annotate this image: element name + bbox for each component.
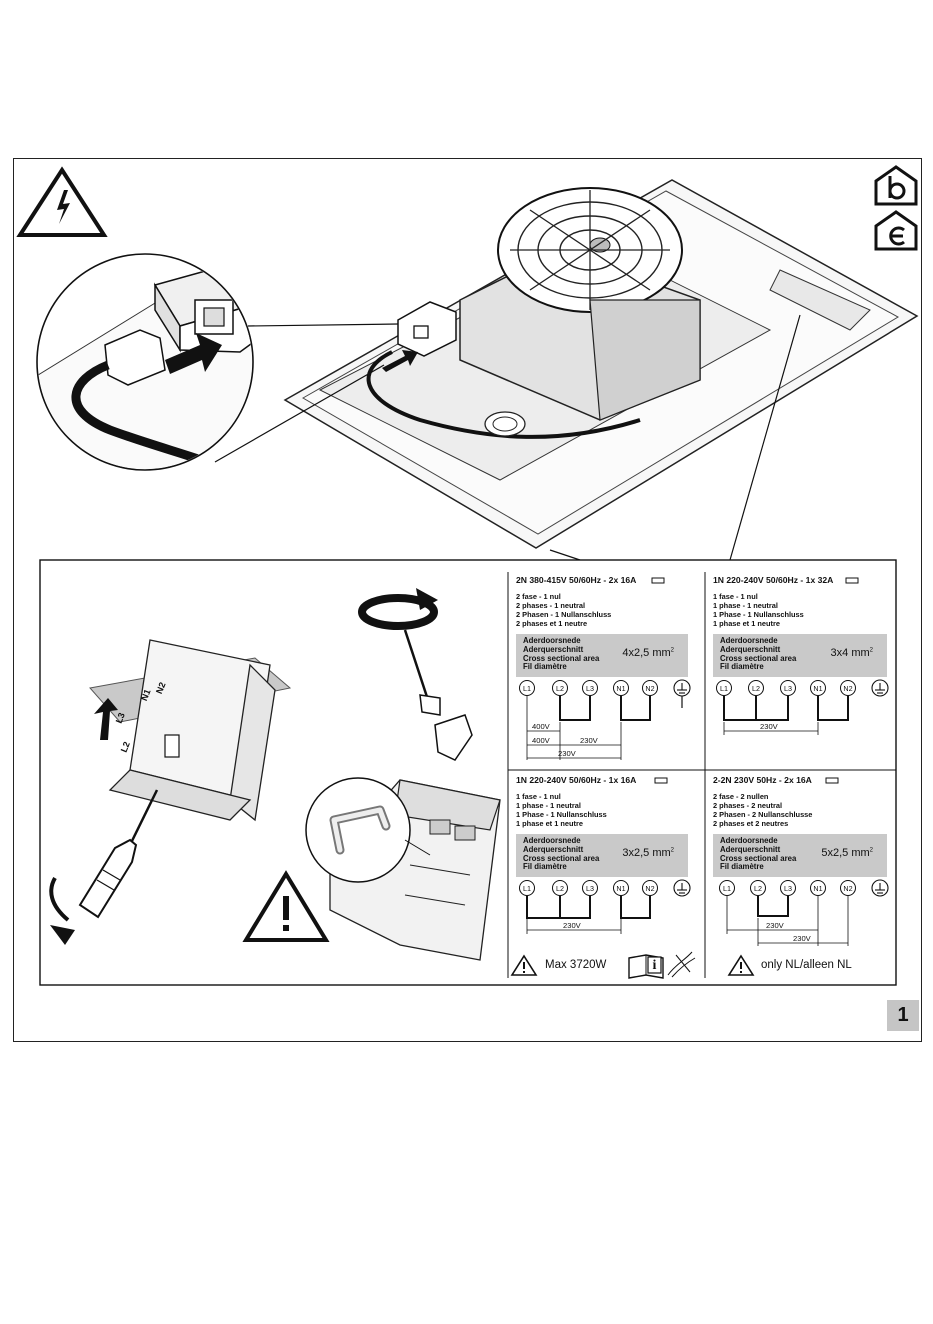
small-warning-icon bbox=[510, 954, 755, 976]
terminal-l2: L2 bbox=[750, 880, 766, 896]
terminal-n2: N2 bbox=[642, 680, 658, 696]
area-value: 3x4 mm2 bbox=[830, 647, 873, 659]
terminal-block-drawing bbox=[305, 777, 501, 961]
lang-en: 1 phase - 1 neutral bbox=[713, 600, 778, 610]
panel-heading: 2N 380-415V 50/60Hz - 2x 16A bbox=[516, 575, 637, 585]
area-value: 4x2,5 mm2 bbox=[622, 647, 674, 659]
terminal-l2: L2 bbox=[552, 880, 568, 896]
lang-nl: 1 fase - 1 nul bbox=[516, 791, 561, 801]
terminal-n1: N1 bbox=[613, 680, 629, 696]
cross-section-box-3: Aderdoorsnede Aderquerschnitt Cross sect… bbox=[516, 834, 688, 877]
hob-illustration bbox=[283, 179, 919, 549]
terminal-n1: N1 bbox=[613, 880, 629, 896]
voltage-label: 400V bbox=[532, 736, 550, 745]
area-label: Aderdoorsnede bbox=[720, 836, 778, 845]
area-label: Aderquerschnitt bbox=[523, 844, 584, 854]
area-label: Aderdoorsnede bbox=[720, 636, 778, 645]
terminal-l3: L3 bbox=[780, 680, 796, 696]
terminal-l1: L1 bbox=[719, 880, 735, 896]
ground-icon bbox=[673, 679, 889, 897]
caution-warning-icon bbox=[242, 870, 330, 942]
rotate-arrow-icon bbox=[358, 588, 473, 761]
page-number: 1 bbox=[887, 1000, 919, 1031]
terminal-cover-drawing bbox=[49, 639, 292, 945]
lang-de: 2 Phasen - 2 Nullanschlusse bbox=[713, 810, 813, 819]
panel-heading: 2-2N 230V 50Hz - 2x 16A bbox=[713, 775, 812, 785]
lang-fr: 1 phase et 1 neutre bbox=[516, 819, 583, 829]
lang-de: 1 Phase - 1 Nullanschluss bbox=[516, 810, 607, 819]
lang-de: 1 Phase - 1 Nullanschluss bbox=[713, 610, 804, 619]
area-label: Fil diamètre bbox=[523, 862, 567, 872]
terminal-l1: L1 bbox=[519, 680, 535, 696]
lang-nl: 2 fase - 2 nullen bbox=[713, 791, 769, 801]
terminal-l2: L2 bbox=[552, 680, 568, 696]
terminal-l1: L1 bbox=[519, 880, 535, 896]
manual-info-icon bbox=[628, 954, 664, 979]
voltage-label: 230V bbox=[766, 921, 784, 930]
wire-tool-icon bbox=[667, 951, 696, 978]
terminal-l3: L3 bbox=[780, 880, 796, 896]
lang-en: 2 phases - 1 neutral bbox=[516, 600, 586, 610]
nl-only-note: only NL/alleen NL bbox=[761, 959, 852, 971]
wiring-panel-1: 2N 380-415V 50/60Hz - 2x 16A 2 fase - 1 … bbox=[516, 575, 637, 629]
area-label: Aderquerschnitt bbox=[720, 844, 781, 854]
area-label: Cross sectional area bbox=[720, 653, 797, 663]
terminal-n1: N1 bbox=[810, 880, 826, 896]
lang-nl: 2 fase - 1 nul bbox=[516, 591, 561, 601]
voltage-label: 230V bbox=[760, 722, 778, 731]
wiring-diagram-2 bbox=[723, 696, 849, 735]
voltage-label: 230V bbox=[558, 749, 576, 758]
area-label: Aderquerschnitt bbox=[523, 644, 584, 654]
voltage-label: 230V bbox=[793, 934, 811, 943]
voltage-label: 230V bbox=[580, 736, 598, 745]
lang-de: 2 Phasen - 1 Nullanschluss bbox=[516, 610, 612, 619]
info-letter: i bbox=[652, 958, 657, 973]
lang-fr: 1 phase et 1 neutre bbox=[713, 619, 780, 629]
terminal-n2: N2 bbox=[840, 680, 856, 696]
terminal-n1: N1 bbox=[810, 680, 826, 696]
terminal-l1: L1 bbox=[716, 680, 732, 696]
lang-fr: 2 phases et 1 neutre bbox=[516, 619, 588, 629]
wiring-panel-2: 1N 220-240V 50/60Hz - 1x 32A 1 fase - 1 … bbox=[713, 575, 834, 629]
lang-nl: 1 fase - 1 nul bbox=[713, 591, 758, 601]
max-power-note: Max 3720W bbox=[545, 959, 607, 971]
wiring-diagram-1 bbox=[526, 696, 683, 760]
wiring-diagram-3 bbox=[526, 896, 651, 934]
panel-heading: 1N 220-240V 50/60Hz - 1x 16A bbox=[516, 775, 637, 785]
area-label: Fil diamètre bbox=[523, 662, 567, 672]
counter-mount-icon bbox=[874, 210, 918, 251]
wiring-panel-4: 2-2N 230V 50Hz - 2x 16A 2 fase - 2 nulle… bbox=[713, 775, 813, 829]
voltage-label: 230V bbox=[563, 921, 581, 930]
area-label: Cross sectional area bbox=[523, 653, 600, 663]
panel-heading: 1N 220-240V 50/60Hz - 1x 32A bbox=[713, 575, 834, 585]
terminal-l2: L2 bbox=[748, 680, 764, 696]
cross-section-box-4: Aderdoorsnede Aderquerschnitt Cross sect… bbox=[713, 834, 887, 877]
area-label: Aderdoorsnede bbox=[523, 836, 581, 845]
area-value: 5x2,5 mm2 bbox=[821, 847, 873, 859]
wiring-diagram-4 bbox=[726, 896, 849, 946]
terminal-n2: N2 bbox=[642, 880, 658, 896]
cross-section-box-2: Aderdoorsnede Aderquerschnitt Cross sect… bbox=[713, 634, 887, 677]
fuse-icon bbox=[651, 577, 859, 784]
terminal-l3: L3 bbox=[582, 680, 598, 696]
lang-en: 1 phase - 1 neutral bbox=[516, 800, 581, 810]
area-label: Fil diamètre bbox=[720, 662, 764, 672]
area-label: Cross sectional area bbox=[523, 853, 600, 863]
terminal-n2: N2 bbox=[840, 880, 856, 896]
plug-zoom-detail bbox=[36, 253, 399, 471]
wiring-panel-3: 1N 220-240V 50/60Hz - 1x 16A 1 fase - 1 … bbox=[516, 775, 637, 829]
area-label: Aderdoorsnede bbox=[523, 636, 581, 645]
area-label: Fil diamètre bbox=[720, 862, 764, 872]
electric-hazard-icon bbox=[16, 166, 108, 237]
lang-en: 2 phases - 2 neutral bbox=[713, 800, 783, 810]
built-in-icon bbox=[874, 165, 918, 206]
terminal-l3: L3 bbox=[582, 880, 598, 896]
area-label: Aderquerschnitt bbox=[720, 644, 781, 654]
area-label: Cross sectional area bbox=[720, 853, 797, 863]
cross-section-box-1: Aderdoorsnede Aderquerschnitt Cross sect… bbox=[516, 634, 688, 677]
voltage-label: 400V bbox=[532, 722, 550, 731]
area-value: 3x2,5 mm2 bbox=[622, 847, 674, 859]
lang-fr: 2 phases et 2 neutres bbox=[713, 819, 789, 829]
